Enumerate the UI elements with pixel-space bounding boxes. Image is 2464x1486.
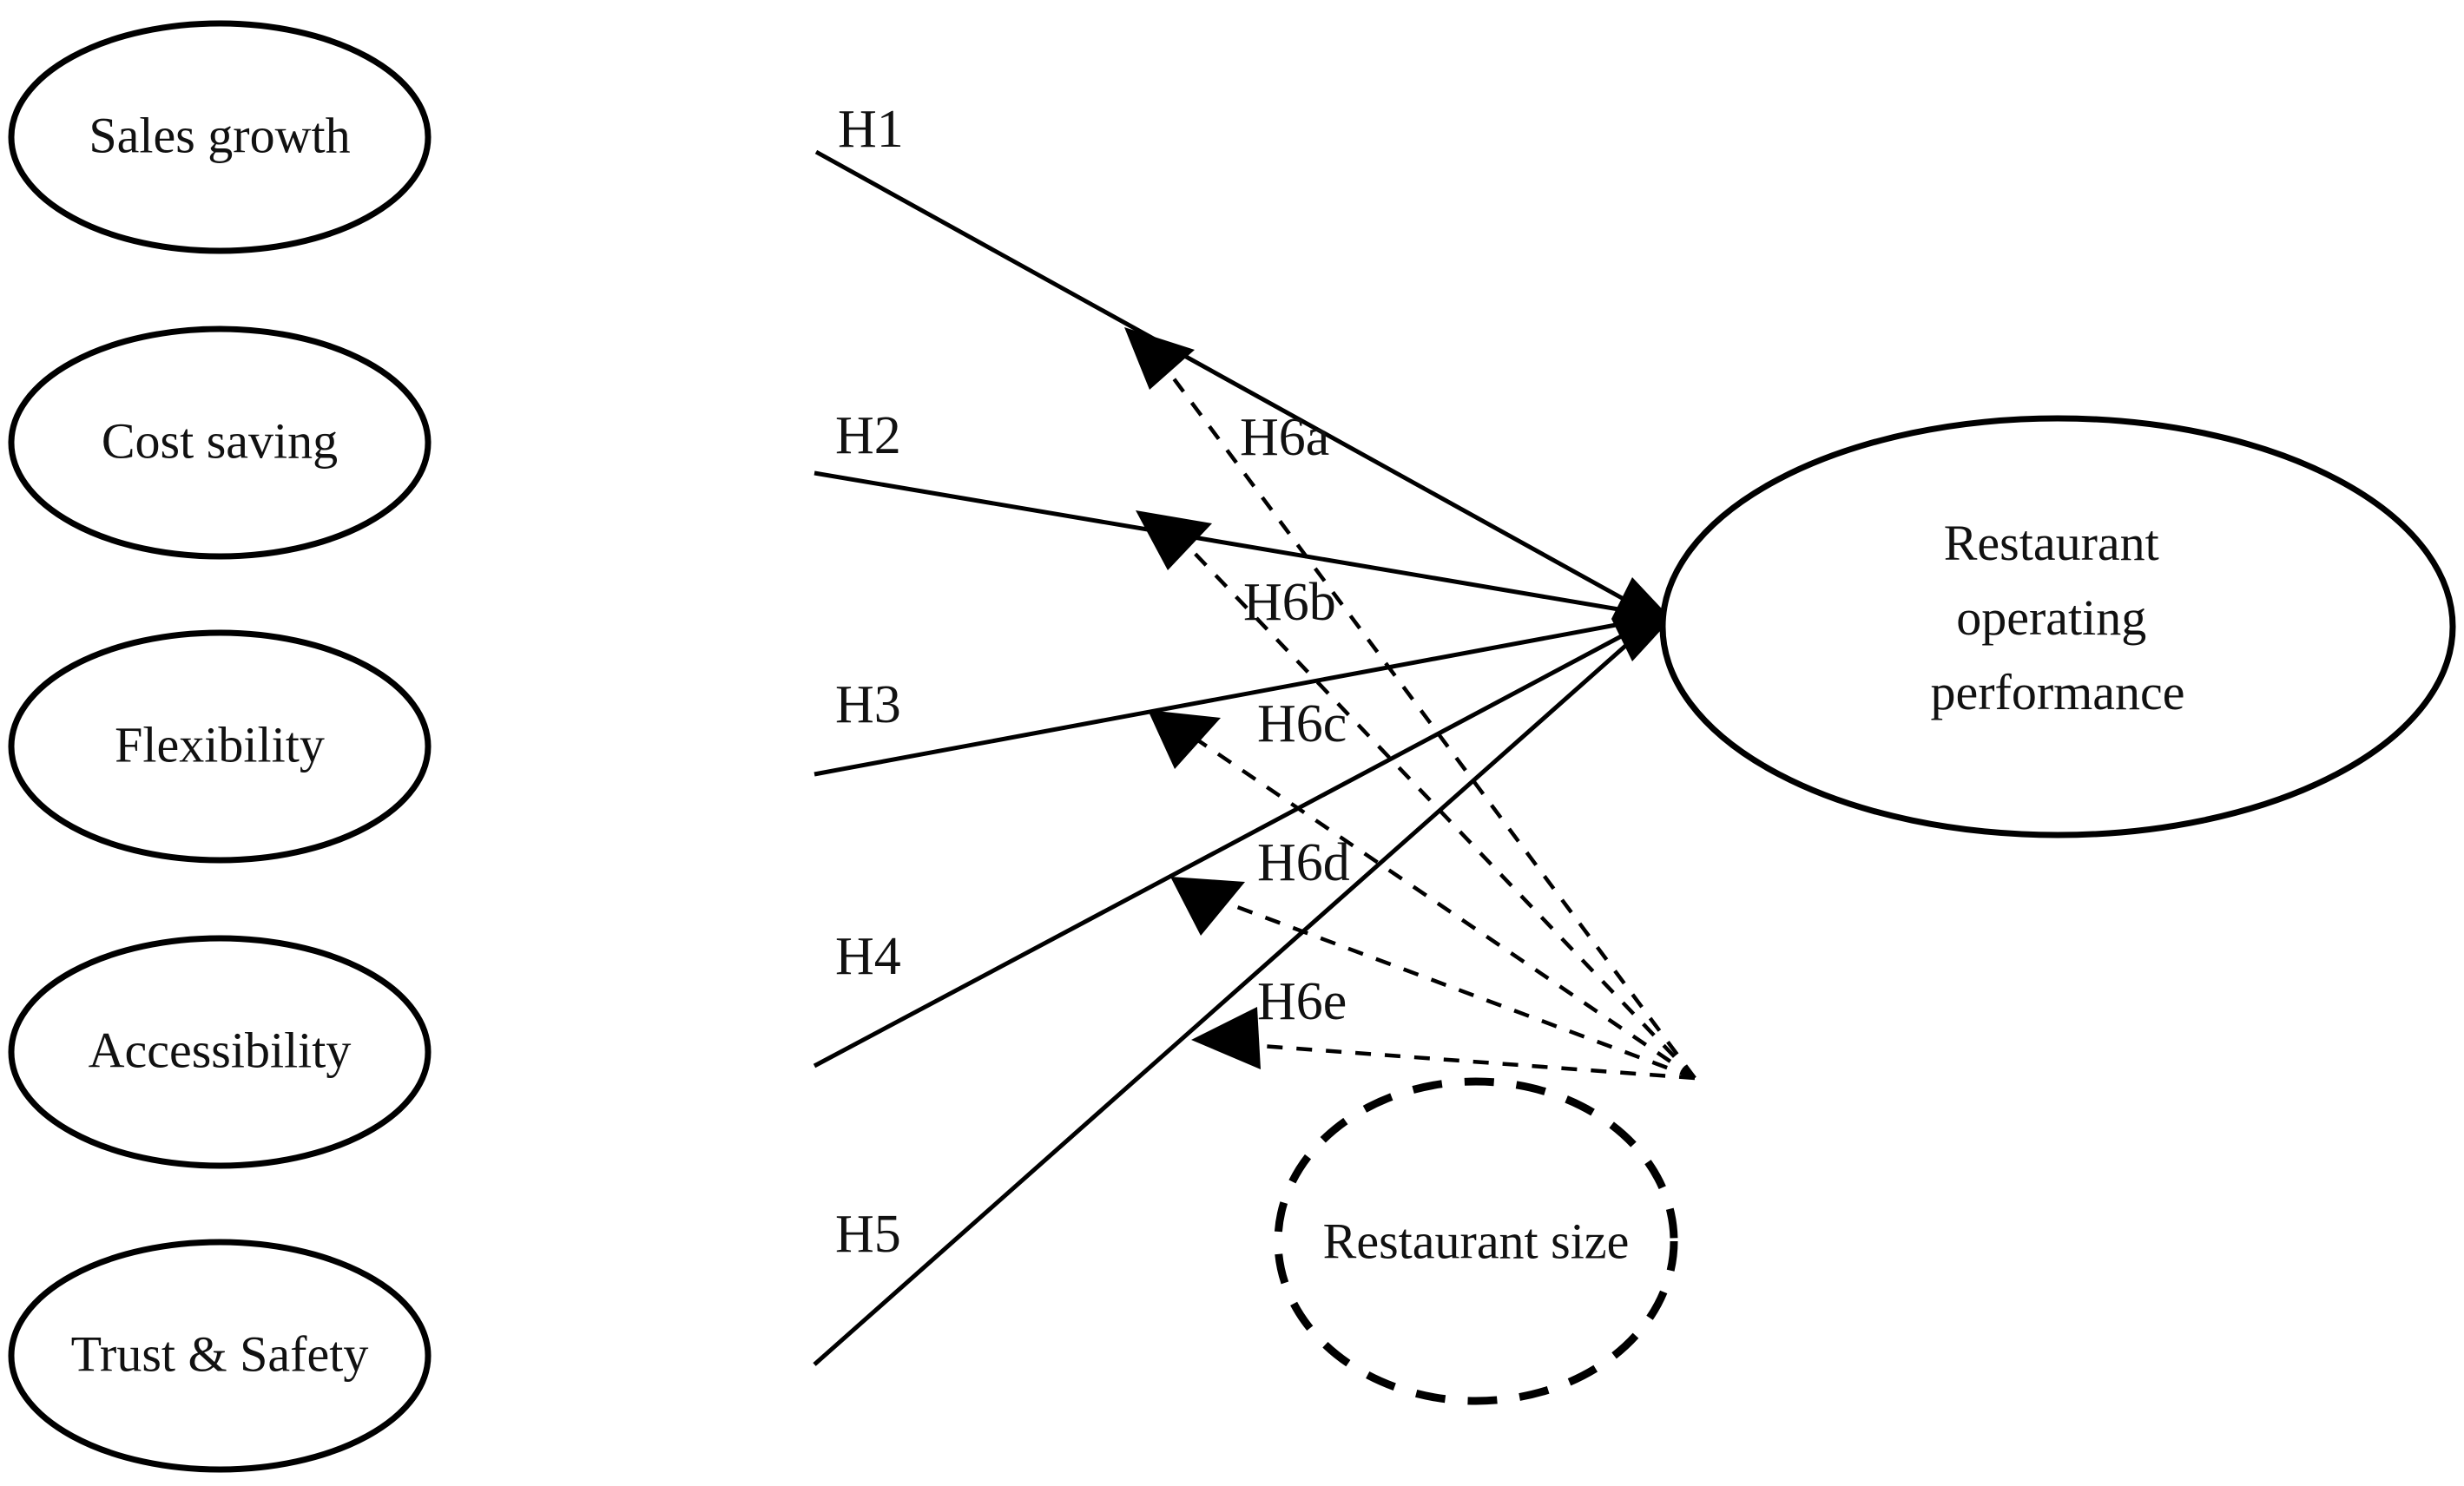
path-h6c-line xyxy=(1177,726,1696,1080)
label-h6a: H6a xyxy=(1240,408,1329,467)
restaurant-operating-performance-label: Restaurant operating performance xyxy=(1930,515,2184,720)
restaurant-operating-performance-ellipse xyxy=(1659,415,2456,838)
arrowhead-h6b-icon xyxy=(1136,510,1212,570)
cost-saving-label: Cost saving xyxy=(102,412,338,469)
sales-growth-label: Sales growth xyxy=(89,107,350,163)
node-sales-growth[interactable]: Sales growth xyxy=(8,20,432,254)
flexibility-ellipse xyxy=(8,629,432,864)
outcome-label-line-1: Restaurant xyxy=(1944,515,2159,571)
accessibility-label: Accessibility xyxy=(89,1022,352,1078)
node-restaurant-size[interactable]: Restaurant size xyxy=(1274,1077,1678,1405)
arrowhead-h6e-icon xyxy=(1191,1007,1261,1069)
sales-growth-ellipse xyxy=(8,20,432,254)
restaurant-size-label: Restaurant size xyxy=(1323,1213,1630,1269)
label-h4: H4 xyxy=(835,927,901,986)
path-h6a-line xyxy=(1149,345,1696,1080)
arrowhead-h6c-icon xyxy=(1148,710,1221,769)
label-h6e: H6e xyxy=(1257,972,1347,1031)
arrowhead-h6d-icon xyxy=(1170,877,1245,936)
restaurant-size-ellipse xyxy=(1274,1077,1678,1405)
label-h1: H1 xyxy=(838,100,904,159)
direct-path-group xyxy=(813,149,1641,1366)
node-cost-saving[interactable]: Cost saving xyxy=(8,325,432,560)
trust-safety-ellipse xyxy=(8,1239,432,1473)
moderation-path-group xyxy=(1149,345,1696,1081)
path-h6b-line xyxy=(1169,526,1696,1080)
label-h6c: H6c xyxy=(1257,694,1347,753)
path-h3-line xyxy=(814,618,1640,777)
node-flexibility[interactable]: Flexibility xyxy=(8,629,432,864)
node-restaurant-operating-performance[interactable]: Restaurant operating performance xyxy=(1659,415,2456,838)
convergence-diamond-icon xyxy=(1611,577,1671,661)
moderation-path-labels: H6a H6b H6c H6d H6e xyxy=(1240,408,1350,1031)
path-h6e-line xyxy=(1225,1041,1696,1081)
node-accessibility[interactable]: Accessibility xyxy=(8,935,432,1169)
trust-safety-label: Trust & Safety xyxy=(71,1325,369,1382)
flexibility-label: Flexibility xyxy=(115,716,325,773)
accessibility-ellipse xyxy=(8,935,432,1169)
arrowhead-h6a-icon xyxy=(1124,327,1195,390)
node-trust-safety[interactable]: Trust & Safety xyxy=(8,1239,432,1473)
outcome-label-line-2: operating xyxy=(1956,589,2146,646)
path-h4-line xyxy=(813,624,1641,1068)
direct-path-labels: H1 H2 H3 H4 H5 xyxy=(835,100,904,1264)
path-h2-line xyxy=(814,470,1640,615)
path-h1-line xyxy=(814,149,1641,610)
path-h5-line xyxy=(813,632,1641,1366)
label-h6d: H6d xyxy=(1257,833,1350,892)
outcome-label-line-3: performance xyxy=(1930,664,2184,720)
label-h3: H3 xyxy=(835,675,901,734)
label-h5: H5 xyxy=(835,1205,901,1264)
label-h2: H2 xyxy=(835,406,901,465)
label-h6b: H6b xyxy=(1243,573,1336,632)
moderation-arrowheads xyxy=(1124,327,1261,1069)
cost-saving-ellipse xyxy=(8,325,432,560)
